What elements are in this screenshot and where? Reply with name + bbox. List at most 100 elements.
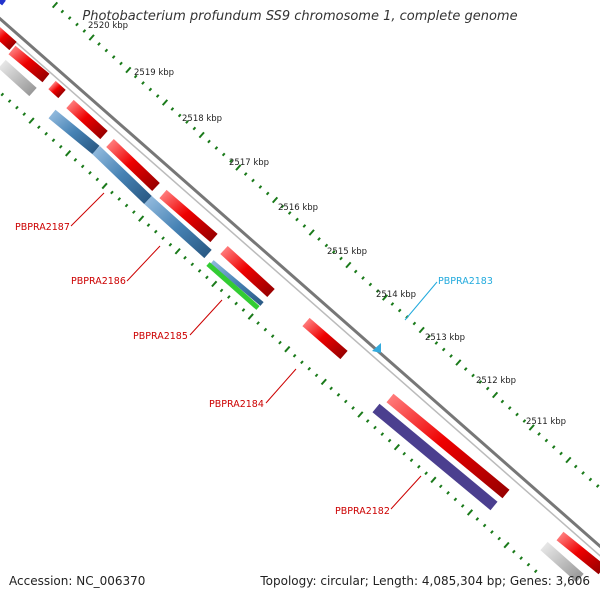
cds-arrow[interactable] <box>48 80 66 99</box>
cds-arrow[interactable] <box>159 189 218 243</box>
ruler-tick <box>446 490 450 495</box>
backbone-line-inner <box>0 27 600 557</box>
label-connectors <box>70 192 438 510</box>
ruler-tick <box>503 541 510 549</box>
ruler-tick <box>387 438 392 443</box>
ruler-tick <box>314 373 319 378</box>
ruler-tick <box>397 308 402 313</box>
ruler-tick <box>95 177 100 182</box>
ruler-tick <box>302 224 307 228</box>
cds-arrow[interactable] <box>0 27 17 51</box>
gene-blue[interactable] <box>144 195 212 259</box>
ruler-tick <box>75 22 79 27</box>
ruler-tick <box>490 530 494 534</box>
ruler-tick <box>336 393 341 397</box>
gene-label[interactable]: PBPRA2184 <box>209 399 264 410</box>
ruler-tick <box>595 484 600 488</box>
gene-green[interactable] <box>206 262 260 310</box>
gene-blue[interactable] <box>48 109 100 155</box>
gene-blue[interactable] <box>92 146 152 204</box>
ruler-tick <box>247 313 254 320</box>
ruler-tick <box>58 144 63 149</box>
ruler-tick <box>438 484 443 489</box>
feature-gray[interactable] <box>540 541 584 583</box>
ruler-tick <box>168 242 173 247</box>
feature-blue-partial[interactable] <box>0 0 6 6</box>
ruler-tick <box>380 432 385 436</box>
ruler-tick <box>51 138 56 143</box>
ruler-tick <box>466 509 474 516</box>
ruler-tick <box>295 217 299 222</box>
ruler-tick <box>373 425 377 430</box>
ruler-tick <box>190 262 195 267</box>
cds-arrow[interactable] <box>556 531 600 575</box>
ruler-tick <box>88 34 95 41</box>
trna-marker[interactable] <box>372 343 381 353</box>
ruler-tick <box>324 243 329 248</box>
ruler-tick <box>67 16 72 20</box>
ruler-tick <box>453 497 458 502</box>
ruler-tick <box>345 261 352 269</box>
gene-label[interactable]: PBPRA2187 <box>15 222 70 233</box>
ruler-tick <box>205 275 209 280</box>
ruler-tick <box>22 112 27 116</box>
ruler-tick <box>307 366 312 371</box>
gene-blue[interactable] <box>210 260 264 306</box>
ruler-tick <box>192 126 197 131</box>
ruler-tick <box>357 411 364 418</box>
cds-arrow[interactable] <box>8 45 50 83</box>
ruler-tick <box>331 250 336 254</box>
ruler-tick <box>409 458 414 463</box>
ruler-tick <box>271 196 279 204</box>
map-title: Photobacterium profundum SS9 chromosome … <box>82 9 518 24</box>
ruler-tick <box>522 419 527 423</box>
kbp-label: 2514 kbp <box>376 290 416 300</box>
feature-gray[interactable] <box>0 59 37 97</box>
ruler-tick <box>207 139 211 144</box>
ruler-tick <box>229 159 233 163</box>
feature-track <box>0 0 600 583</box>
ruler-tick <box>573 464 578 469</box>
gene-label[interactable]: PBPRA2186 <box>71 276 126 287</box>
cds-arrow[interactable] <box>302 317 348 360</box>
ruler-tick <box>177 113 182 118</box>
ruler-tick <box>329 386 333 391</box>
ruler-tick <box>475 517 480 521</box>
ruler-tick <box>51 1 59 9</box>
ruler-tick <box>588 477 593 482</box>
ruler-tick <box>117 197 122 201</box>
connector-line <box>70 192 105 227</box>
cds-arrow[interactable] <box>106 139 160 191</box>
ruler-tick <box>317 237 321 241</box>
ruler-tick <box>125 66 132 74</box>
connector-line <box>189 299 223 336</box>
ruler-tick <box>351 406 355 410</box>
kbp-label: 2517 kbp <box>229 158 269 168</box>
gene-label[interactable]: PBPRA2185 <box>133 331 188 342</box>
ruler-tick <box>559 451 563 456</box>
kbp-label: 2515 kbp <box>327 247 367 257</box>
ruler-tick <box>251 178 255 183</box>
ruler-tick <box>375 289 380 293</box>
kbp-label: 2520 kbp <box>88 21 128 31</box>
ruler-tick <box>124 203 129 208</box>
ruler-tick <box>292 353 297 358</box>
ruler-tick <box>110 190 114 195</box>
backbone-line <box>0 16 600 549</box>
accession-text: Accession: NC_006370 <box>9 574 146 588</box>
ruler-tick <box>300 360 304 365</box>
gene-label[interactable]: PBPRA2183 <box>438 276 493 287</box>
ruler-tick <box>241 308 246 312</box>
gene-label[interactable]: PBPRA2182 <box>335 506 390 517</box>
ruler-tick <box>430 476 437 484</box>
outer-tick-track <box>51 1 600 488</box>
cds-arrow[interactable] <box>386 393 510 499</box>
cds-arrow[interactable] <box>66 99 108 140</box>
ruler-tick <box>418 326 425 334</box>
ruler-tick <box>565 456 572 464</box>
gene-purple[interactable] <box>372 403 498 511</box>
cds-arrow[interactable] <box>220 245 275 298</box>
ruler-tick <box>308 229 315 236</box>
ruler-tick <box>227 295 231 299</box>
